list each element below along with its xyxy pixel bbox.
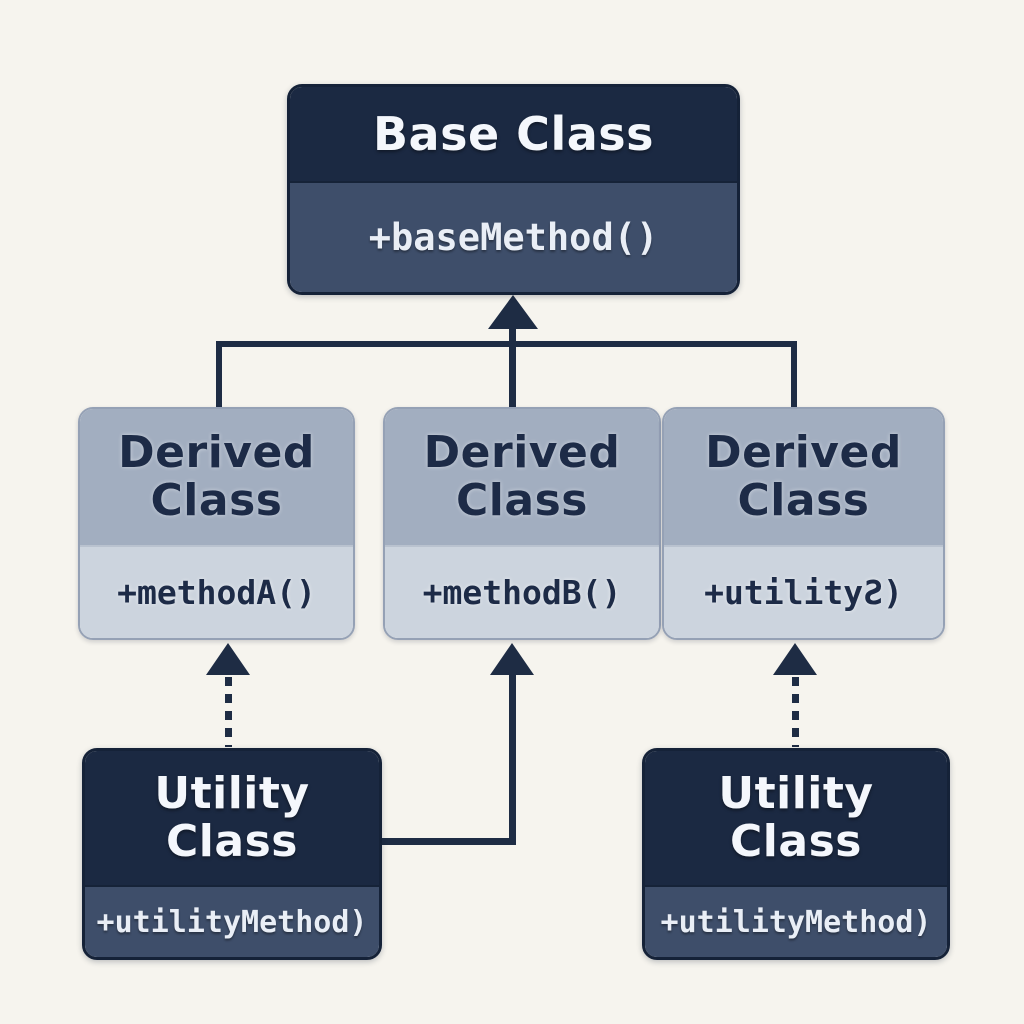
- connector-center-vertical: [509, 327, 516, 407]
- utility-class-method: +utilityMethod): [85, 885, 379, 957]
- derived-class-node-1: Derived Class +methodA(): [78, 407, 355, 640]
- derived-class-method: +methodB(): [385, 545, 659, 638]
- derived-class-method: +methodA(): [80, 545, 353, 638]
- connector-left-stub: [216, 341, 222, 407]
- dashed-connector-left: [225, 677, 232, 747]
- derived-class-title: Derived Class: [385, 409, 659, 545]
- utility-class-node-1: Utility Class +utilityMethod): [82, 748, 382, 960]
- connector-right-stub: [791, 341, 797, 407]
- association-arrowhead-icon: [490, 643, 534, 675]
- base-class-title: Base Class: [290, 87, 737, 181]
- inheritance-arrowhead-icon: [488, 295, 538, 329]
- elbow-connector-vertical: [509, 675, 516, 843]
- derived-class-title: Derived Class: [664, 409, 943, 545]
- dependency-arrowhead-icon: [206, 643, 250, 675]
- derived-class-method: +utilityƧ): [664, 545, 943, 638]
- base-class-method: +baseMethod(): [290, 181, 737, 292]
- utility-class-title: Utility Class: [645, 751, 947, 885]
- utility-class-node-2: Utility Class +utilityMethod): [642, 748, 950, 960]
- derived-class-title: Derived Class: [80, 409, 353, 545]
- connector-bus-line: [216, 341, 797, 347]
- utility-class-method: +utilityMethod): [645, 885, 947, 957]
- elbow-connector-horizontal: [380, 838, 516, 845]
- utility-class-title: Utility Class: [85, 751, 379, 885]
- base-class-node: Base Class +baseMethod(): [287, 84, 740, 295]
- dashed-connector-right: [792, 677, 799, 747]
- derived-class-node-2: Derived Class +methodB(): [383, 407, 661, 640]
- derived-class-node-3: Derived Class +utilityƧ): [662, 407, 945, 640]
- dependency-arrowhead-icon: [773, 643, 817, 675]
